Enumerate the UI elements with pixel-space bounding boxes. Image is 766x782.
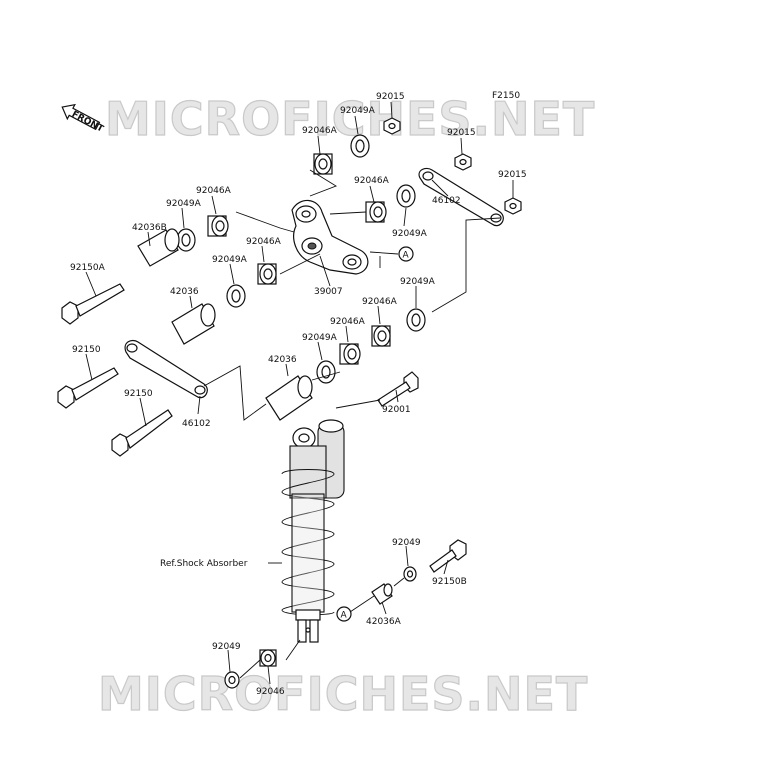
label-92150-b: 92150 xyxy=(124,389,153,399)
label-ref-shock-absorber: Ref.Shock Absorber xyxy=(160,559,248,569)
nut-92015-a xyxy=(383,117,401,135)
label-92046: 92046 xyxy=(256,687,285,697)
label-92150-a: 92150 xyxy=(72,345,101,355)
watermark-top: MICROFICHES.NET xyxy=(105,92,595,146)
label-92049A-d: 92049A xyxy=(212,255,248,265)
seal-92049A-f xyxy=(316,360,336,384)
seal-92049A-b xyxy=(396,184,416,208)
label-92150A: 92150A xyxy=(70,263,106,273)
connector-a-upper: A xyxy=(398,246,414,262)
tie-rod-46102-upper xyxy=(418,167,504,227)
collar-42036A xyxy=(371,583,393,605)
label-92015-c: 92015 xyxy=(498,170,527,180)
label-92150B: 92150B xyxy=(432,577,467,587)
svg-text:A: A xyxy=(403,251,410,261)
leader-lines xyxy=(85,101,514,685)
bolt-92150-a xyxy=(57,367,119,409)
label-92046A-c: 92046A xyxy=(196,186,232,196)
label-92049A-e: 92049A xyxy=(400,277,436,287)
bearing-92046A-a xyxy=(313,153,333,175)
seal-92049A-e xyxy=(406,308,426,332)
label-92049A-c: 92049A xyxy=(166,199,202,209)
label-92001: 92001 xyxy=(382,405,411,415)
label-92049-b: 92049 xyxy=(212,642,241,652)
watermark-bottom: MICROFICHES.NET xyxy=(98,667,588,721)
label-92049-a: 92049 xyxy=(392,538,421,548)
rocker-arm-39007 xyxy=(291,199,369,275)
label-92049A-b: 92049A xyxy=(392,229,428,239)
tie-rod-46102-lower xyxy=(124,339,208,399)
seal-92049-b xyxy=(224,671,240,689)
seal-92049A-c xyxy=(176,228,196,252)
bolt-92150-b xyxy=(111,409,173,457)
label-39007: 39007 xyxy=(314,287,343,297)
label-92049A-a: 92049A xyxy=(340,106,376,116)
connector-a-lower: A xyxy=(336,606,352,622)
label-92046A-a: 92046A xyxy=(302,126,338,136)
bearing-92046A-d xyxy=(257,263,277,285)
label-42036-b: 42036 xyxy=(268,355,297,365)
label-42036A: 42036A xyxy=(366,617,402,627)
shock-absorber xyxy=(281,419,345,643)
collar-42036-a xyxy=(171,303,216,345)
label-92049A-f: 92049A xyxy=(302,333,338,343)
svg-text:A: A xyxy=(341,611,348,621)
seal-92049-a xyxy=(403,566,417,582)
nut-92015-b xyxy=(454,153,472,171)
bearing-92046A-c xyxy=(207,215,229,237)
label-92015-a: 92015 xyxy=(376,92,405,102)
collar-42036B xyxy=(137,228,180,267)
label-92046A-b: 92046A xyxy=(354,176,390,186)
bearing-92046A-e xyxy=(371,325,391,347)
bearing-92046A-b xyxy=(365,201,387,223)
bolt-92150A xyxy=(61,283,125,325)
label-92046A-f: 92046A xyxy=(330,317,366,327)
label-92046A-e: 92046A xyxy=(362,297,398,307)
bearing-92046A-f xyxy=(339,343,361,365)
seal-92049A-a xyxy=(350,134,370,158)
label-46102-a: 46102 xyxy=(432,196,461,206)
label-92015-b: 92015 xyxy=(447,128,476,138)
label-42036-a: 42036 xyxy=(170,287,199,297)
bolt-92150B xyxy=(429,539,467,573)
nut-92015-c xyxy=(504,197,522,215)
bolt-92001 xyxy=(377,371,419,407)
label-46102-b: 46102 xyxy=(182,419,211,429)
figure-code: F2150 xyxy=(492,91,520,101)
label-42036B: 42036B xyxy=(132,223,167,233)
label-92046A-d: 92046A xyxy=(246,237,282,247)
front-arrow-icon: FRONT xyxy=(61,103,106,135)
collar-42036-b xyxy=(265,375,313,421)
bearing-92046 xyxy=(259,649,277,667)
front-arrow-text: FRONT xyxy=(70,110,106,135)
seal-92049A-d xyxy=(226,284,246,308)
